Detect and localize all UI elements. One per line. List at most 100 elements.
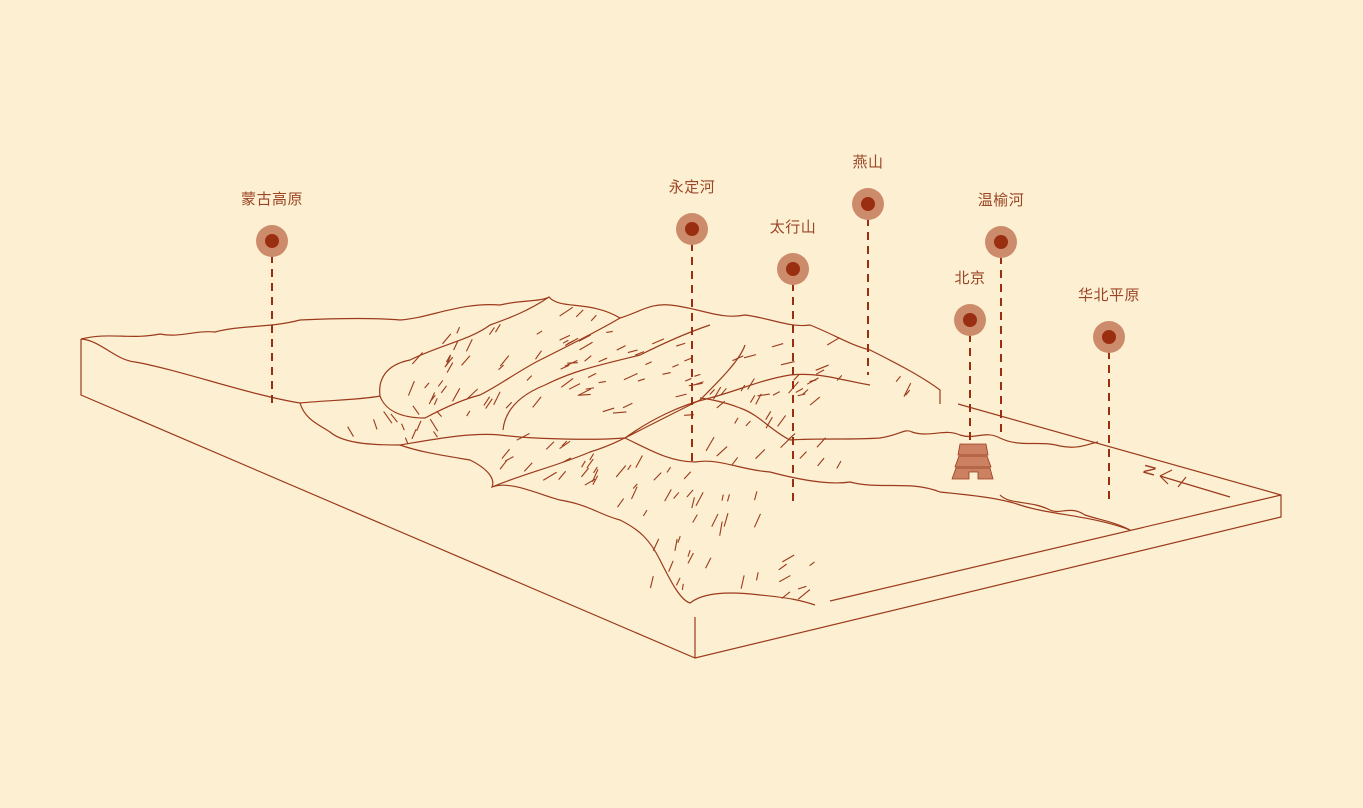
pin-north-china-plain[interactable] [1093, 321, 1125, 503]
hatch-mark [694, 373, 701, 377]
hatch-mark [723, 513, 729, 527]
hatch-mark [578, 393, 591, 396]
hatch-mark [826, 337, 840, 346]
hatch-mark [645, 361, 652, 366]
hatch-mark [545, 441, 555, 450]
hatch-mark [649, 576, 654, 589]
hatch-mark [716, 400, 726, 409]
hatch-mark [753, 513, 761, 528]
hatch-mark [585, 387, 595, 390]
hatch-mark [416, 420, 422, 431]
pin-dot [861, 197, 875, 211]
hatch-mark [630, 486, 638, 500]
hatch-mark [559, 440, 571, 450]
hatch-mark [732, 355, 744, 362]
hatch-mark [383, 411, 393, 424]
pin-dot [1102, 330, 1116, 344]
hatch-mark [504, 456, 514, 462]
location-pins [256, 188, 1125, 505]
pin-beijing[interactable] [954, 304, 986, 440]
hatch-mark [755, 572, 759, 581]
pin-label-mongolian-plateau: 蒙古高原 [240, 190, 304, 208]
hatch-mark [674, 538, 678, 552]
north-arrow-icon [1159, 469, 1231, 498]
pin-taihang-mountains[interactable] [777, 253, 809, 505]
hatch-mark [535, 350, 542, 360]
hatch-mark [815, 364, 829, 371]
hatch-mark [562, 339, 569, 344]
hatch-mark [505, 401, 513, 409]
hatch-mark [581, 467, 590, 478]
hatch-mark [771, 343, 784, 348]
pin-label-north-china-plain: 华北平原 [1077, 286, 1141, 304]
hatch-mark [652, 538, 660, 551]
hatch-mark [721, 494, 724, 501]
hatch-mark [740, 384, 746, 392]
hatch-mark [731, 457, 739, 466]
block-edges [80, 339, 1282, 659]
hatch-mark [523, 462, 533, 472]
hatch-mark [591, 469, 599, 482]
hatch-mark [390, 413, 398, 423]
hatch-mark [734, 417, 739, 424]
pagoda-gate-icon [951, 443, 994, 480]
hatch-mark [816, 437, 827, 448]
hatch-mark [445, 354, 452, 363]
hatch-mark [456, 326, 461, 334]
hatch-mark [686, 489, 694, 498]
hatch-mark [440, 385, 448, 394]
hatch-mark [590, 314, 597, 322]
hatch-mark [719, 521, 723, 536]
pin-mongolian-plateau[interactable] [256, 225, 288, 407]
hatch-mark [623, 372, 638, 381]
hatch-mark [577, 388, 592, 397]
hatch-mark [749, 395, 756, 403]
hatch-mark [559, 334, 571, 341]
hatch-mark [817, 457, 825, 467]
hatch-mark [755, 448, 766, 460]
terrain-outline [80, 296, 1282, 659]
pin-dot [963, 313, 977, 327]
pin-wenyu-river[interactable] [985, 226, 1017, 437]
hatch-mark [720, 387, 727, 396]
hatch-mark [488, 327, 495, 335]
block-top-right-edge [829, 494, 1282, 602]
hatch-mark [836, 375, 843, 381]
hatch-mark [564, 337, 579, 346]
hatch-mark [705, 557, 712, 569]
hatch-mark [428, 392, 436, 405]
hatch-mark [433, 398, 438, 406]
hatch-mark [675, 577, 681, 586]
hatch-mark [765, 411, 772, 420]
pin-yan-mountains[interactable] [852, 188, 884, 375]
hatch-mark [692, 514, 698, 523]
hatch-mark [683, 471, 692, 480]
pin-dot [994, 235, 1008, 249]
hatch-mark [404, 437, 409, 444]
hatch-mark [747, 378, 755, 390]
hatch-mark [622, 402, 633, 409]
hatch-mark [695, 492, 704, 507]
hatch-mark [662, 372, 671, 375]
hatch-mark [584, 355, 592, 362]
hatch-mark [411, 352, 423, 365]
hatch-mark [780, 361, 795, 366]
hatch-mark [726, 494, 730, 502]
hatch-mark [815, 369, 825, 375]
hatch-mark [401, 423, 405, 431]
hatch-mark [347, 426, 354, 437]
pin-yongding-river[interactable] [676, 213, 708, 465]
hatch-mark [592, 475, 599, 486]
hatch-mark [407, 380, 415, 396]
pin-label-yongding-river: 永定河 [668, 178, 716, 196]
hatch-mark [466, 410, 471, 417]
hatch-mark [589, 453, 595, 461]
hatch-mark [612, 411, 627, 414]
hatch-mark [587, 372, 597, 378]
hatch-mark [453, 340, 459, 351]
hatch-mark [694, 381, 704, 386]
hatch-mark [673, 492, 680, 499]
hatch-mark [635, 455, 643, 468]
hatch-mark [586, 458, 594, 469]
